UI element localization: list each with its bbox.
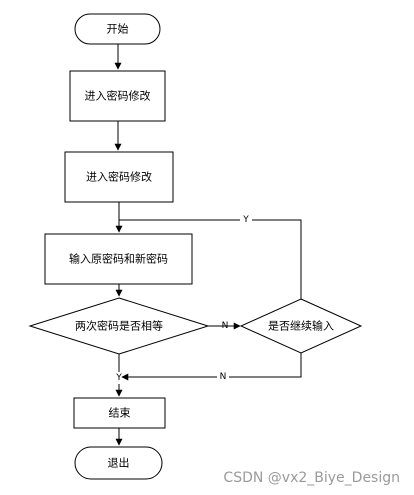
watermark-text: CSDN @vx2_Biye_Design [223,470,400,486]
end-step-node: 结束 [73,397,166,429]
edge-continue-no [121,353,302,381]
edge-label-continue-no: N [220,372,227,382]
input-node: 输入原密码和新密码 [44,233,193,285]
edge-label-equal-no: N [222,321,229,331]
continue-input-node: 是否继续输入 [239,298,363,354]
continue-input-label: 是否继续输入 [268,319,334,333]
start-label: 开始 [107,22,129,36]
check-equal-label: 两次密码是否相等 [75,319,163,333]
input-label: 输入原密码和新密码 [69,252,168,266]
edge-label-equal-yes: Y [115,373,122,383]
start-node: 开始 [74,13,161,45]
exit-node: 退出 [74,446,163,480]
check-equal-node: 两次密码是否相等 [28,297,210,355]
step2-node: 进入密码修改 [64,151,174,203]
step1-node: 进入密码修改 [69,70,166,122]
exit-label: 退出 [108,456,130,470]
step2-label: 进入密码修改 [86,170,152,184]
edge-label-continue-yes: Y [242,215,249,225]
end-step-label: 结束 [109,407,131,420]
step1-label: 进入密码修改 [85,89,151,103]
edge-continue-loop [119,219,302,299]
